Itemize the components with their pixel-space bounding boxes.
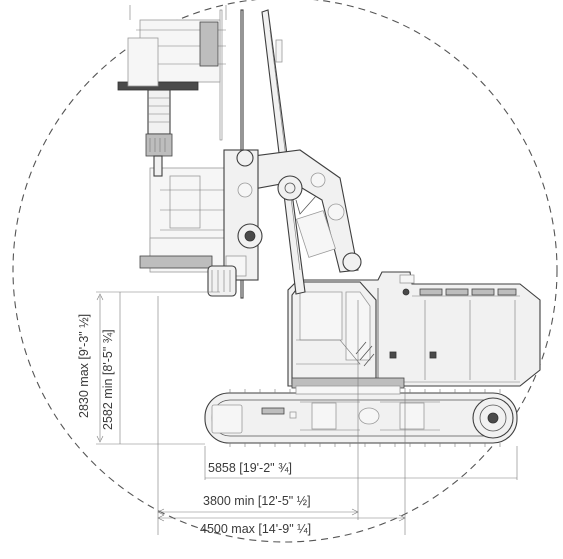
dim-reach-min: 3800 min [12'-5" ½] — [203, 494, 311, 508]
dim-tail-swing: 5858 [19'-2" ¾] — [208, 461, 292, 475]
dim-reach-max: 4500 max [14'-9" ¼] — [200, 522, 311, 536]
crawler-track — [204, 389, 518, 447]
dim-height-max: 2830 max [9'-3" ½] — [77, 314, 91, 418]
dim-height-min: 2582 min [8'-5" ¾] — [101, 329, 115, 430]
swing-radius-circle — [12, 0, 558, 543]
upper-carriage — [287, 271, 541, 395]
boom-linkage — [237, 149, 362, 273]
rotary-head-assembly — [139, 149, 263, 297]
dimension-lines — [96, 291, 518, 535]
drill-tool — [117, 5, 227, 177]
